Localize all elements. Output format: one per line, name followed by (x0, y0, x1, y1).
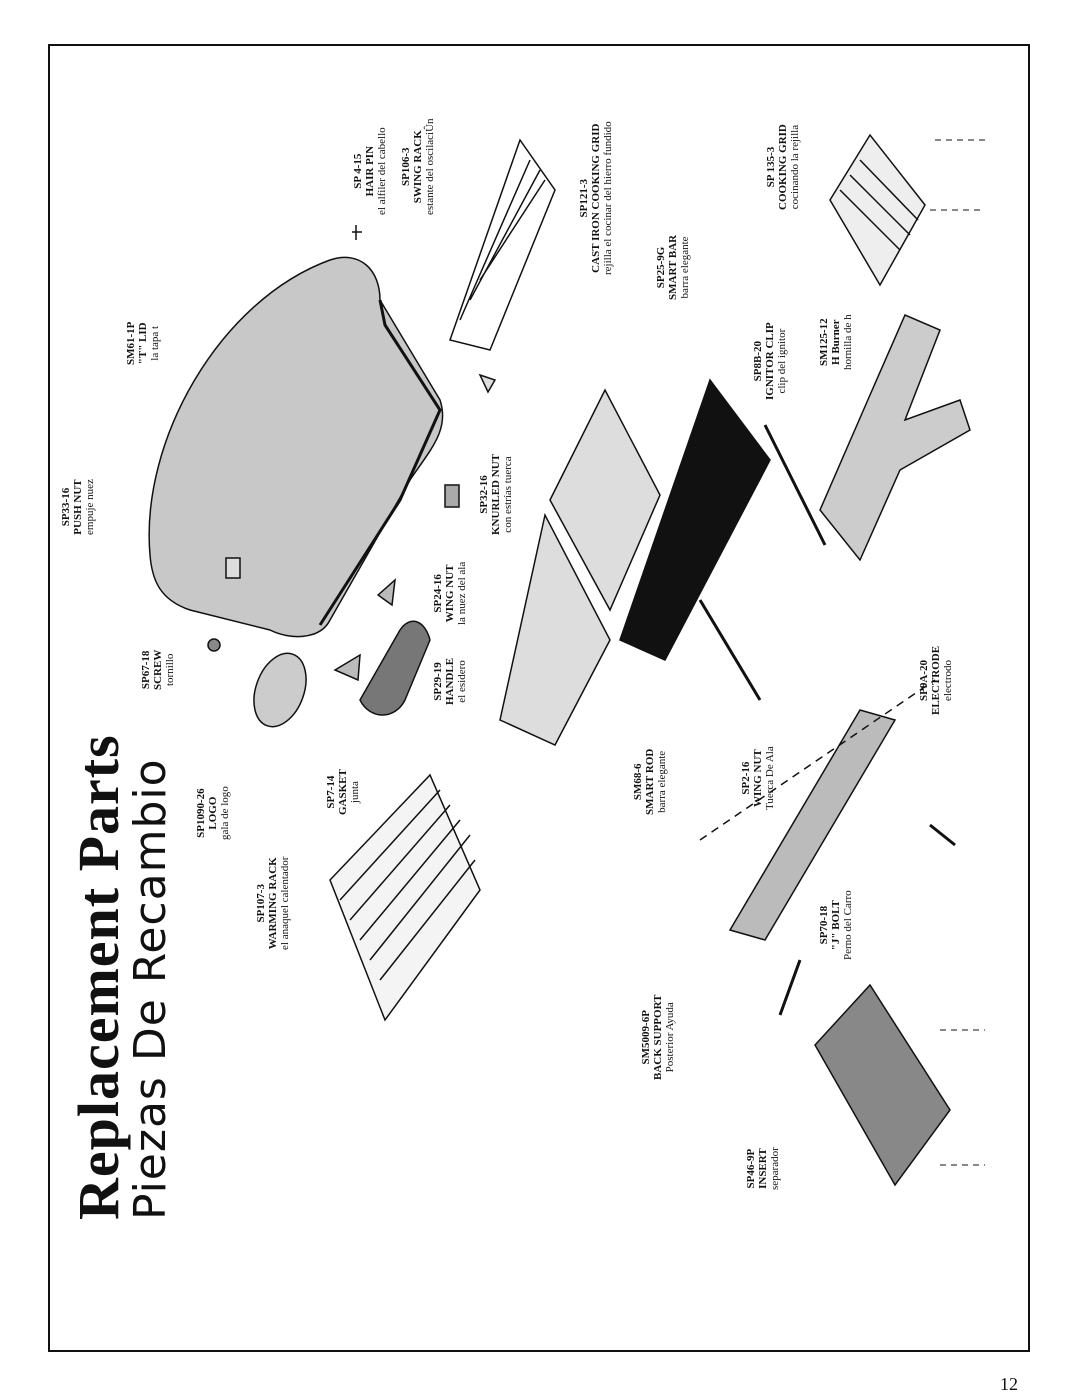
page-border (48, 44, 1030, 1352)
h-burner (819, 314, 971, 562)
page-number: 12 (1000, 1374, 1018, 1394)
j-bolt-2 (929, 823, 956, 847)
knurled-nut-shape (444, 484, 460, 508)
insert-plate (814, 983, 951, 1187)
cast-iron-grid-2 (549, 388, 661, 612)
j-bolt-1 (778, 959, 802, 1016)
screw-shape (207, 638, 221, 652)
gasket-2 (376, 578, 396, 607)
push-nut-shape (225, 557, 241, 579)
handle-shape (359, 620, 431, 716)
lid-shape (148, 256, 444, 638)
smart-bars (619, 378, 771, 661)
cooking-grid (829, 133, 926, 287)
cast-iron-grid-1 (499, 512, 611, 746)
swing-rack (449, 138, 556, 351)
gasket-1 (333, 653, 361, 682)
hair-pin (352, 225, 362, 240)
lid-rim (318, 299, 442, 626)
logo-oval (253, 652, 307, 728)
small-bolt (478, 373, 497, 394)
back-support (728, 709, 897, 941)
warming-rack (329, 773, 481, 1022)
smart-rod (698, 599, 762, 701)
